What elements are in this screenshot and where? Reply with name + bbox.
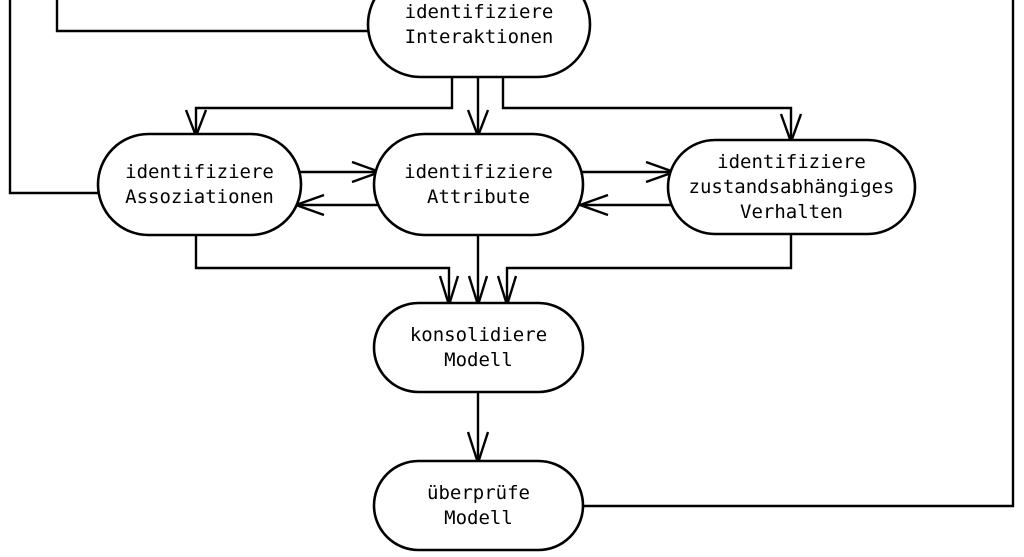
edge-verhalten-to-konsolidiere bbox=[505, 234, 793, 303]
node-ueberpruefe-modell[interactable] bbox=[372, 459, 585, 552]
edge-interaktionen-to-verhalten bbox=[501, 77, 793, 140]
node-konsolidiere-modell[interactable] bbox=[372, 301, 585, 394]
edge-ueberpruefe-feedback-right bbox=[583, 0, 1015, 508]
edge-interaktionen-feedback-left bbox=[55, 0, 372, 33]
node-identifiziere-interaktionen[interactable] bbox=[366, 0, 592, 79]
node-identifiziere-zustandsabhaengiges-verhalten[interactable] bbox=[666, 138, 917, 236]
edge-assoziationen-to-konsolidiere bbox=[194, 235, 451, 303]
node-identifiziere-attribute[interactable] bbox=[372, 132, 585, 237]
node-identifiziere-assoziationen[interactable] bbox=[96, 132, 303, 237]
edge-interaktionen-to-assoziationen bbox=[194, 77, 454, 134]
